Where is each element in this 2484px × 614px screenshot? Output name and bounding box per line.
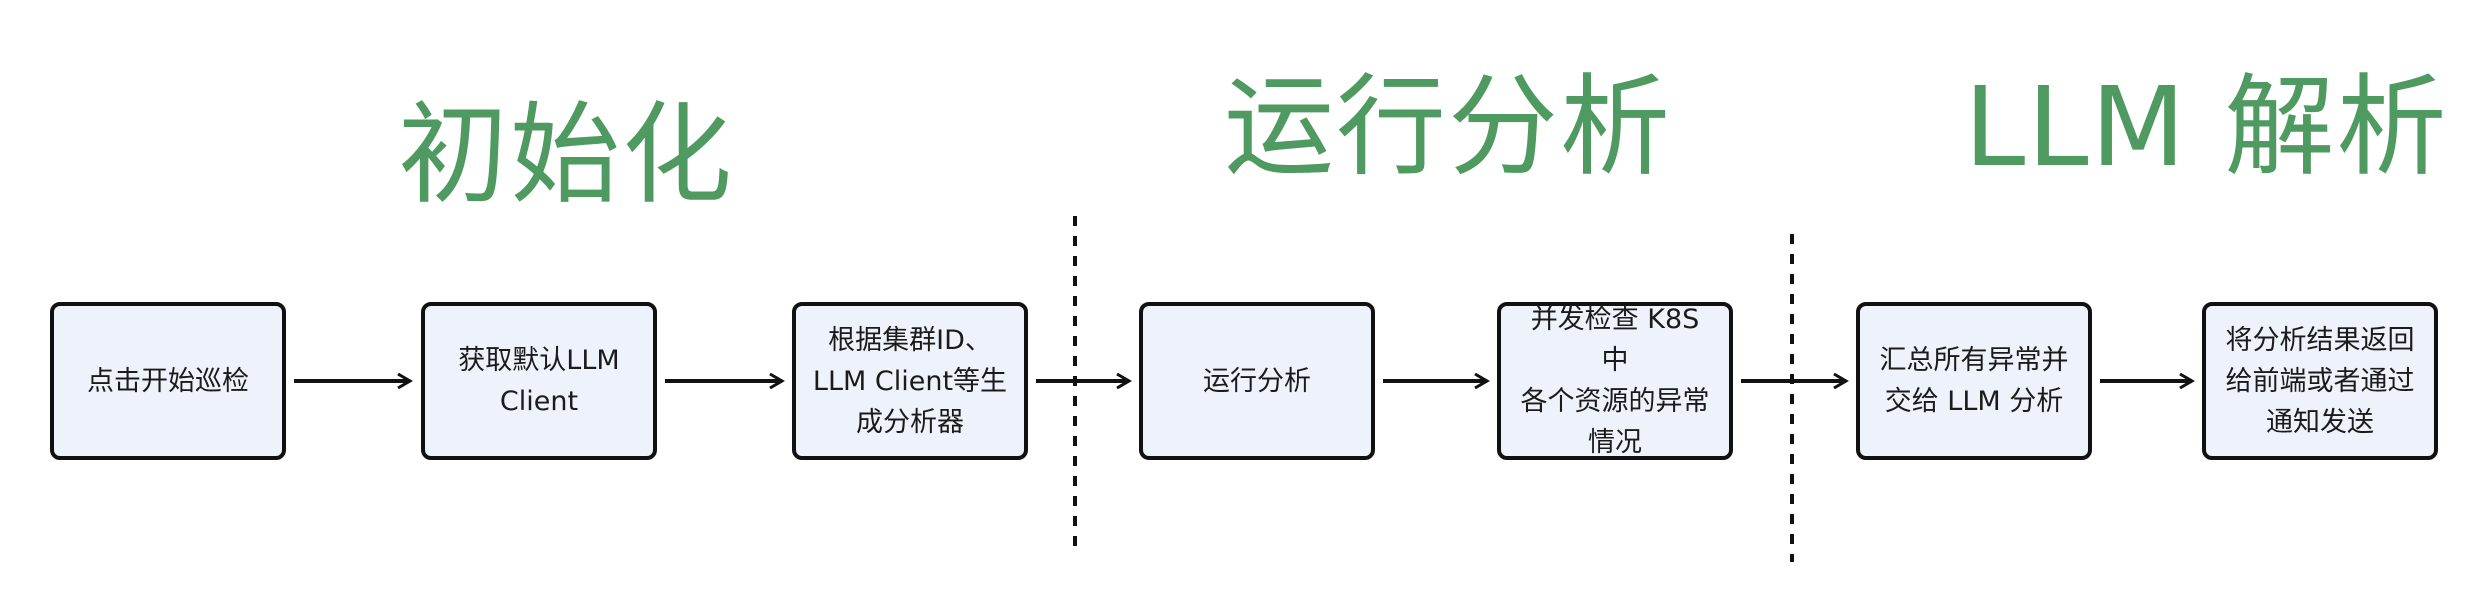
step-aggregate-anomalies: 汇总所有异常并 交给 LLM 分析 [1856,302,2092,460]
step-label: 运行分析 [1203,365,1311,397]
step-label: 汇总所有异常并 交给 LLM 分析 [1879,345,2069,417]
step-return-results: 将分析结果返回 给前端或者通过 通知发送 [2202,302,2438,460]
step-get-llm-client: 获取默认LLM Client [421,302,657,460]
step-label: 并发检查 K8S 中 各个资源的异常 情况 [1520,304,1710,458]
step-label: 将分析结果返回 给前端或者通过 通知发送 [2225,324,2415,438]
step-label: 根据集群ID、 LLM Client等生 成分析器 [812,324,1008,438]
step-concurrent-check: 并发检查 K8S 中 各个资源的异常 情况 [1497,302,1733,460]
step-start-inspection: 点击开始巡检 [50,302,286,460]
step-label: 获取默认LLM Client [458,345,620,417]
section-title-init: 初始化 [398,91,734,219]
step-run-analysis: 运行分析 [1139,302,1375,460]
step-label: 点击开始巡检 [87,365,249,397]
section-title-llm: LLM 解析 [1964,63,2449,191]
section-title-run: 运行分析 [1224,63,1672,191]
step-create-analyzer: 根据集群ID、 LLM Client等生 成分析器 [792,302,1028,460]
